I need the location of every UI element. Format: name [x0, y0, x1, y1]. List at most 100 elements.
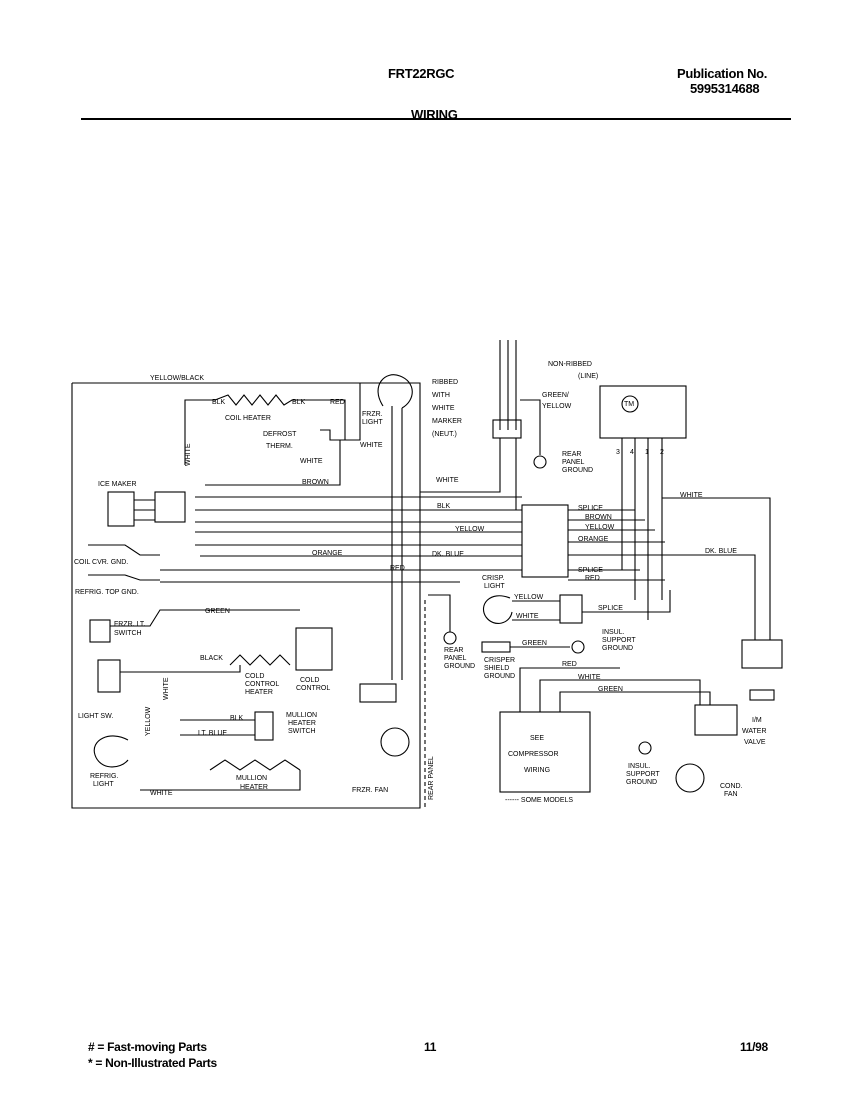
legend-fast-moving: # = Fast-moving Parts	[88, 1040, 207, 1054]
coil-cvr-ground-wire	[88, 544, 160, 556]
frzr-fan-connector	[359, 683, 397, 703]
main-connector-block	[521, 504, 569, 578]
label-green-crisp: GREEN	[522, 640, 547, 647]
refrig-top-ground-wire	[88, 574, 160, 581]
label-white-right: WHITE	[680, 492, 703, 499]
rear-panel-ground-symbol	[533, 455, 547, 469]
frzr-fan-motor	[380, 727, 410, 757]
label-ice-maker: ICE MAKER	[98, 481, 137, 488]
label-rear-panel-ground-3: GROUND	[562, 467, 593, 474]
label-defrost-therm-1: DEFROST	[263, 431, 297, 438]
label-mullion-heater-1: MULLION	[236, 775, 267, 782]
wire-green	[110, 609, 300, 627]
label-ribbed-5: (NEUT.)	[432, 431, 457, 438]
label-crisper-shield-ground-3: GROUND	[484, 673, 515, 680]
wire-brown	[205, 468, 341, 486]
water-valve-symbol	[749, 689, 775, 701]
label-terminal-3: 3	[616, 449, 620, 456]
crisper-light-bulb	[483, 595, 513, 624]
label-rear-panel-ground-b3: GROUND	[444, 663, 475, 670]
label-frzr-lt-switch-1: FRZR. LT.	[114, 621, 145, 628]
wire-dkblue-to-valve	[700, 554, 756, 640]
label-im-water-valve-3: VALVE	[744, 739, 766, 746]
label-orange-mid: ORANGE	[312, 550, 343, 557]
label-black-left: BLACK	[200, 655, 223, 662]
label-light-sw: LIGHT SW.	[78, 713, 113, 720]
label-yellow-right: YELLOW	[585, 524, 615, 531]
cold-control-body	[295, 627, 333, 671]
legend-non-illustrated: * = Non-Illustrated Parts	[88, 1056, 217, 1070]
label-white-low: WHITE	[578, 674, 601, 681]
label-insul-support-ground-b2: SUPPORT	[626, 771, 660, 778]
label-white-vertical: WHITE	[185, 443, 192, 466]
label-crisper-shield-ground-1: CRISPER	[484, 657, 515, 664]
label-white-crisp: WHITE	[516, 613, 539, 620]
label-dk-blue-right: DK. BLUE	[705, 548, 737, 555]
label-red-mid: RED	[390, 565, 405, 572]
label-cold-control-heater-3: HEATER	[245, 689, 273, 696]
label-mullion-heater-switch-3: SWITCH	[288, 728, 316, 735]
mullion-heater-element	[209, 759, 301, 771]
label-crisp-light-1: CRISP.	[482, 575, 504, 582]
label-insul-support-ground-b3: GROUND	[626, 779, 657, 786]
mullion-heater-switch-body	[254, 711, 274, 741]
label-see-compressor-1: SEE	[530, 735, 544, 742]
ice-maker-connector	[107, 491, 135, 527]
label-rear-panel-ground-1: REAR	[562, 451, 581, 458]
model-number: FRT22RGC	[388, 66, 455, 81]
label-splice-low: SPLICE	[598, 605, 623, 612]
label-ribbed-2: WITH	[432, 392, 450, 399]
label-yellow-crisp: YELLOW	[514, 594, 544, 601]
label-frzr-fan: FRZR. FAN	[352, 787, 388, 794]
insul-support-ground-symbol	[571, 640, 585, 654]
label-yellow-mid: YELLOW	[455, 526, 485, 533]
label-brown-right: BROWN	[585, 514, 612, 521]
wire-line-black	[515, 438, 520, 511]
cond-fan-motor	[675, 763, 705, 793]
water-valve-body	[741, 639, 783, 669]
page-number: 11	[424, 1040, 437, 1054]
wire-splice-crisp	[582, 590, 671, 613]
label-orange-right: ORANGE	[578, 536, 609, 543]
label-red-right: RED	[585, 575, 600, 582]
label-blk-2: BLK	[292, 399, 306, 406]
label-cold-control-heater-1: COLD	[245, 673, 264, 680]
label-blk-1: BLK	[212, 399, 226, 406]
label-tm: TM	[624, 401, 634, 408]
label-line: (LINE)	[578, 373, 598, 380]
frzr-lt-switch-body	[89, 619, 111, 643]
wire-yellow-black	[72, 382, 361, 441]
label-insul-support-ground-b1: INSUL.	[628, 763, 651, 770]
label-frzr-lt-switch-2: SWITCH	[114, 630, 142, 637]
tm-motor-symbol	[621, 395, 639, 413]
label-im-water-valve-2: WATER	[742, 728, 767, 735]
label-defrost-therm-2: THERM.	[266, 443, 293, 450]
label-dk-blue-mid: DK. BLUE	[432, 551, 464, 558]
defrost-thermostat	[320, 429, 341, 468]
label-rear-panel-vert: REAR PANEL	[428, 756, 435, 800]
label-white-right-therm: WHITE	[360, 442, 383, 449]
label-terminal-2: 2	[660, 449, 664, 456]
wire-white-low	[539, 679, 701, 712]
wire-green-low	[559, 691, 711, 712]
label-non-ribbed: NON-RIBBED	[548, 361, 592, 368]
label-cold-control-1: COLD	[300, 677, 319, 684]
label-brown: BROWN	[302, 479, 329, 486]
label-green-yellow-1: GREEN/	[542, 392, 569, 399]
rear-panel-ground-wire	[428, 594, 451, 632]
ice-maker-plug	[154, 491, 186, 523]
label-blk-low: BLK	[230, 715, 244, 722]
label-mullion-heater-2: HEATER	[240, 784, 268, 791]
label-cold-control-2: CONTROL	[296, 685, 330, 692]
label-white-top: WHITE	[300, 458, 323, 465]
rear-panel-ground-b-symbol	[443, 631, 457, 645]
label-yellow-left-vert: YELLOW	[145, 706, 152, 736]
label-frzr-light-1: FRZR.	[362, 411, 383, 418]
wire-white-neutral	[420, 438, 501, 493]
wire-coil-heater-left	[184, 399, 215, 465]
wire-green-yellow	[520, 399, 541, 455]
label-yellow-black: YELLOW/BLACK	[150, 375, 204, 382]
label-cold-control-heater-2: CONTROL	[245, 681, 279, 688]
refrig-light-bulb	[93, 735, 129, 768]
label-green-yellow-2: YELLOW	[542, 403, 572, 410]
